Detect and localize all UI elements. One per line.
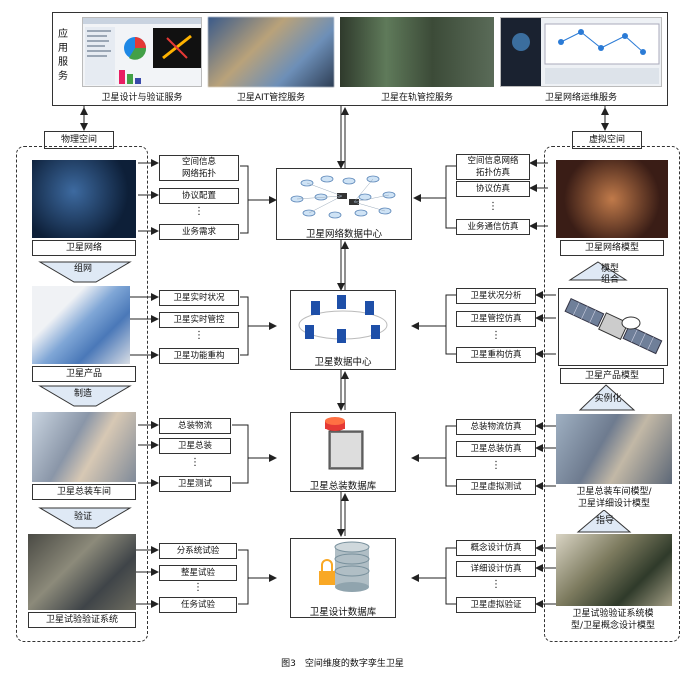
satellite-network-caption: 卫星网络 [32, 240, 136, 256]
network-topology-icon [501, 18, 660, 86]
service-label-1: 卫星设计与验证服务 [101, 93, 183, 103]
link-networking: 组网 [73, 264, 92, 274]
left-item-satellite-test: 卫星测试 [159, 476, 231, 492]
test-system-photo [28, 534, 136, 610]
right-item-detail-sim: 详细设计仿真 [456, 561, 536, 577]
network-model-caption: 卫星网络模型 [560, 240, 664, 256]
left-item-assembly-logistics: 总装物流 [159, 418, 231, 434]
satellite-data-center-label: 卫星数据中心 [314, 357, 372, 368]
assembly-database-label: 卫星总装数据库 [309, 481, 377, 492]
figure-caption: 图3 空间维度的数字孪生卫星 [281, 659, 404, 669]
test-model-photo [556, 534, 672, 606]
service-screenshot-4 [500, 17, 662, 87]
service-label-2: 卫星AIT管控服务 [236, 93, 306, 103]
service-screenshot-1 [82, 17, 202, 87]
left-item-ellipsis-2: ⋮ [194, 330, 204, 341]
design-database-label: 卫星设计数据库 [309, 607, 377, 618]
left-item-reconfiguration: 卫星功能重构 [159, 348, 239, 364]
network-data-center-box [276, 168, 412, 240]
network-model-photo [556, 160, 668, 238]
link-model-combination: 模型 组合 [600, 264, 619, 285]
left-item-realtime-control: 卫星实时管控 [159, 312, 239, 328]
test-model-caption: 卫星试验验证系统模 型/卫星概念设计模型 [552, 608, 674, 632]
right-item-virtual-test: 卫星虚拟测试 [456, 479, 536, 495]
app-services-title: 应用服务 [58, 29, 68, 82]
left-item-ellipsis-1: ⋮ [194, 206, 204, 217]
right-item-topology-sim: 空间信息网络 拓扑仿真 [456, 154, 530, 180]
left-item-whole-satellite-test: 整星试验 [159, 565, 237, 581]
product-model-box [558, 288, 668, 366]
workshop-model-caption: 卫星总装车间模型/ 卫星详细设计模型 [556, 486, 672, 510]
left-item-protocol: 协议配置 [159, 188, 239, 204]
right-item-assembly-sim: 卫星总装仿真 [456, 441, 536, 457]
right-item-status-analysis: 卫星状况分析 [456, 288, 536, 304]
link-guidance: 指导 [595, 516, 614, 526]
link-instantiation: 实例化 [594, 394, 622, 404]
service-screenshot-2 [208, 17, 334, 87]
left-item-realtime-status: 卫星实时状况 [159, 290, 239, 306]
left-item-ellipsis-3: ⋮ [190, 457, 200, 468]
left-item-topology: 空间信息 网络拓扑 [159, 155, 239, 181]
satellite-icon [564, 297, 663, 355]
network-data-center-label: 卫星网络数据中心 [305, 229, 382, 240]
database-server-icon [325, 417, 364, 470]
network-cluster-icon [290, 175, 396, 219]
right-item-concept-sim: 概念设计仿真 [456, 540, 536, 556]
service-label-3: 卫星在轨管控服务 [380, 93, 453, 103]
service-screenshot-3 [340, 17, 494, 87]
product-model-caption: 卫星产品模型 [560, 368, 664, 384]
right-item-protocol-sim: 协议仿真 [456, 181, 530, 197]
assembly-workshop-caption: 卫星总装车间 [32, 484, 136, 500]
right-item-ellipsis-1: ⋮ [488, 201, 498, 212]
assembly-database-box [290, 412, 396, 492]
satellite-product-caption: 卫星产品 [32, 366, 136, 382]
satellite-data-center-box [290, 290, 396, 370]
left-item-satellite-assembly: 卫星总装 [159, 438, 231, 454]
virtual-space-label: 虚拟空间 [572, 131, 642, 149]
left-item-business: 业务需求 [159, 224, 239, 240]
service-label-4: 卫星网络运维服务 [544, 93, 617, 103]
satellite-product-photo [32, 286, 130, 364]
right-item-virtual-verify: 卫星虚拟验证 [456, 597, 536, 613]
left-item-mission-test: 任务试验 [159, 597, 237, 613]
database-lock-icon [319, 541, 370, 592]
satellite-network-photo [32, 160, 136, 238]
assembly-workshop-photo [32, 412, 136, 482]
physical-space-frame [16, 146, 148, 642]
design-database-box [290, 538, 396, 618]
link-verification: 验证 [73, 512, 92, 522]
right-item-ellipsis-4: ⋮ [491, 579, 501, 590]
link-manufacturing: 制造 [73, 389, 92, 399]
software-ui-icon [83, 18, 201, 85]
right-item-ellipsis-3: ⋮ [491, 460, 501, 471]
right-item-business-sim: 业务通信仿真 [456, 219, 530, 235]
right-item-control-sim: 卫星管控仿真 [456, 311, 536, 327]
workshop-model-photo [556, 414, 672, 484]
test-system-caption: 卫星试验验证系统 [28, 612, 136, 628]
right-item-reconfig-sim: 卫星重构仿真 [456, 347, 536, 363]
left-item-subsystem-test: 分系统试验 [159, 543, 237, 559]
right-item-ellipsis-2: ⋮ [491, 330, 501, 341]
physical-space-label: 物理空间 [44, 131, 114, 149]
virtual-space-frame [544, 146, 680, 642]
server-network-icon [298, 295, 388, 343]
left-item-ellipsis-4: ⋮ [193, 582, 203, 593]
right-item-logistics-sim: 总装物流仿真 [456, 419, 536, 435]
